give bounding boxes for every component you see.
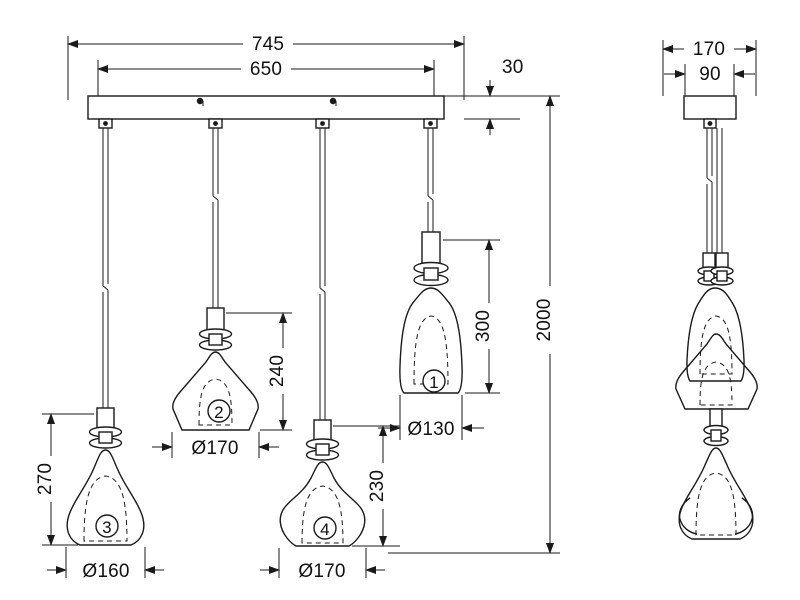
dim-label-745: 745 xyxy=(252,34,284,55)
lamp-1-marker: 1 xyxy=(422,369,446,393)
lamp-3-marker: 3 xyxy=(95,514,119,538)
lamp-4-marker: 4 xyxy=(313,516,337,540)
dim-label-650: 650 xyxy=(250,59,282,80)
dim-label-240: 240 xyxy=(267,355,288,387)
side-lamp-onion xyxy=(678,497,754,535)
dim-lamp2-diameter-170: Ø170 xyxy=(152,432,279,459)
dim-lamp1-height-300: 300 xyxy=(443,239,502,394)
lamp-2-marker: 2 xyxy=(207,399,231,423)
lamp-4-marker-label: 4 xyxy=(320,520,330,539)
side-cables xyxy=(706,128,723,253)
dim-lamp3-height-270: 270 xyxy=(35,413,94,546)
dim-label-d170-lamp2: Ø170 xyxy=(191,438,238,459)
side-canopy xyxy=(683,95,737,129)
suspension-cables xyxy=(102,128,434,420)
dim-lamp1-diameter-130: Ø130 xyxy=(378,395,484,440)
side-lamp-teardrop xyxy=(678,447,754,540)
side-socket-middle xyxy=(703,408,729,447)
lamp-3-marker-label: 3 xyxy=(102,518,112,537)
dim-label-170-side: 170 xyxy=(693,39,725,60)
lamp-3: 3 xyxy=(66,407,145,546)
dim-overall-width-745: 745 xyxy=(67,31,465,100)
dim-label-230: 230 xyxy=(367,470,388,502)
lamp-1: 1 xyxy=(399,231,463,394)
lamp-2: 2 xyxy=(172,307,259,431)
keyhole-fixing xyxy=(196,97,204,106)
lamp-4: 4 xyxy=(279,419,366,547)
dim-label-270: 270 xyxy=(35,463,56,495)
dim-label-d130: Ø130 xyxy=(407,419,454,440)
dim-total-drop-2000: 2000 xyxy=(388,95,563,554)
canopy-bar xyxy=(87,95,445,120)
dim-label-2000: 2000 xyxy=(534,298,555,341)
dim-label-90: 90 xyxy=(699,64,721,85)
dim-side-width-170: 170 xyxy=(662,36,757,96)
cable-mounts xyxy=(98,118,438,129)
keyhole-fixing xyxy=(329,97,337,106)
side-lamp-bell xyxy=(686,287,745,382)
dim-side-inner-90: 90 xyxy=(664,61,755,96)
dim-label-d160: Ø160 xyxy=(82,561,129,582)
dim-lamp4-diameter-170: Ø170 xyxy=(260,548,385,582)
dim-label-300: 300 xyxy=(473,310,494,342)
dim-label-30: 30 xyxy=(502,57,524,78)
lamp-1-marker-label: 1 xyxy=(429,373,439,392)
lamp-2-marker-label: 2 xyxy=(214,403,224,422)
side-view: 170 90 xyxy=(662,36,758,540)
dim-label-d170-lamp4: Ø170 xyxy=(298,561,345,582)
dim-lamp3-diameter-160: Ø160 xyxy=(47,547,164,582)
side-socket-upper xyxy=(697,252,734,286)
dim-lamp2-height-240: 240 xyxy=(226,312,296,431)
dim-lamp4-height-230: 230 xyxy=(333,425,400,547)
dim-mount-spacing-650: 650 xyxy=(97,56,435,100)
